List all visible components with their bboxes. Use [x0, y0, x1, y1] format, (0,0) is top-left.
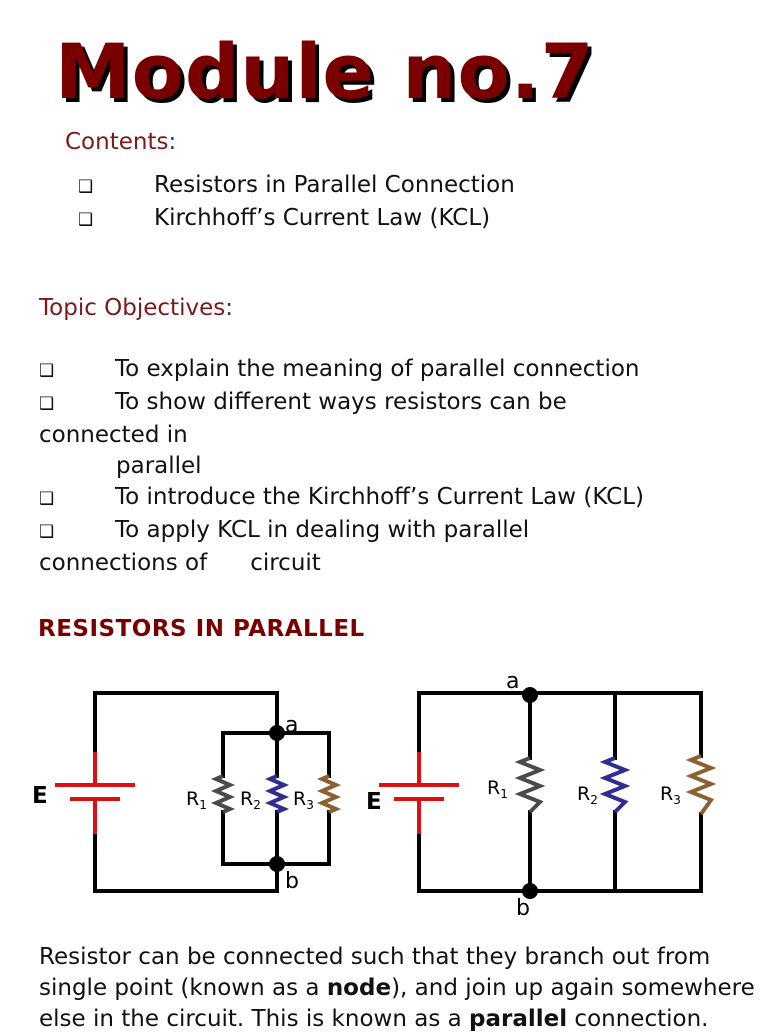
left-node-b-dot [269, 856, 285, 872]
paragraph-line: Resistor can be connected such that they… [39, 944, 711, 970]
list-item: ❑ Kirchhoff’s Current Law (KCL) [78, 203, 515, 236]
left-node-b-label: b [285, 869, 299, 894]
right-node-b-label: b [516, 896, 530, 921]
contents-label-colon: : [168, 129, 177, 155]
left-r3-label: R3 [293, 788, 314, 812]
right-node-a-dot [522, 687, 538, 703]
right-circuit [417, 691, 703, 893]
objective-continuation-text: circuit [250, 550, 321, 576]
body-paragraph: Resistor can be connected such that they… [39, 942, 768, 1035]
right-r3-resistor-icon [685, 754, 717, 816]
objective-text: To introduce the Kirchhoff’s Current Law… [115, 484, 644, 510]
left-r2-label: R2 [240, 788, 261, 812]
r2-subscript: 2 [253, 798, 261, 812]
objective-text: To show different ways resistors can be [115, 389, 567, 415]
objectives-list: ❑ To explain the meaning of parallel conn… [39, 354, 768, 579]
r3-subscript: 3 [306, 798, 314, 812]
left-source-label: E [32, 783, 48, 809]
checkbox-bullet-icon: ❑ [78, 210, 94, 230]
paragraph-line: single point (known as a node), and join… [39, 973, 768, 1004]
contents-list: ❑ Resistors in Parallel Connection ❑ Kirch… [78, 170, 515, 236]
checkbox-bullet-icon: ❑ [39, 522, 55, 542]
paragraph-text: single point (known as a [39, 975, 327, 1001]
parallel-circuit-diagrams: a b E R1 R2 R3 a b E R1 R2 R3 [32, 669, 717, 921]
r3-subscript: 3 [673, 793, 681, 807]
right-r2-label: R2 [577, 783, 598, 807]
left-node-a-label: a [285, 713, 298, 738]
paragraph-text: connection. [567, 1006, 709, 1032]
checkbox-bullet-icon: ❑ [39, 489, 55, 509]
right-r1-label: R1 [487, 777, 508, 801]
left-node-a-dot [269, 725, 285, 741]
r2-subscript: 2 [590, 793, 598, 807]
r1-letter: R [487, 777, 500, 799]
checkbox-bullet-icon: ❑ [39, 361, 55, 381]
objective-continuation-text: connections of [39, 550, 208, 576]
contents-label-text: Contents [65, 129, 169, 155]
paragraph-text: else in the circuit. This is known as a [39, 1006, 470, 1032]
objective-text: To explain the meaning of parallel conne… [115, 356, 640, 382]
left-wire-outer [93, 691, 279, 754]
objective-continuation: parallel [116, 453, 202, 479]
r1-letter: R [186, 788, 199, 810]
page-title: Module no.7 [55, 27, 595, 116]
objective-text: To apply KCL in dealing with parallel [115, 517, 530, 543]
right-wire-top [417, 691, 703, 758]
left-battery [55, 752, 135, 834]
r1-subscript: 1 [500, 787, 508, 801]
objective-item: ❑ To introduce the Kirchhoff’s Current La… [39, 482, 768, 515]
right-battery [379, 752, 459, 834]
objective-item: ❑ To show different ways resistors can be [39, 387, 768, 420]
right-r1-resistor-icon [514, 756, 546, 814]
r2-letter: R [577, 783, 590, 805]
list-item-text: Kirchhoff’s Current Law (KCL) [154, 205, 491, 231]
left-r1-resistor-icon [210, 774, 236, 814]
contents-label: Contents: [65, 128, 176, 156]
right-node-b-dot [522, 883, 538, 899]
r3-letter: R [660, 783, 673, 805]
parallel-term: parallel [469, 1006, 568, 1032]
left-r1-label: R1 [186, 788, 207, 812]
objective-continuation: connected in [39, 422, 188, 448]
left-r3-resistor-icon [316, 774, 342, 814]
right-source-label: E [366, 789, 382, 815]
right-r2-resistor-icon [599, 756, 631, 814]
objectives-label: Topic Objectives: [39, 294, 233, 322]
list-item: ❑ Resistors in Parallel Connection [78, 170, 515, 203]
r2-letter: R [240, 788, 253, 810]
r1-subscript: 1 [199, 798, 207, 812]
paragraph-line: else in the circuit. This is known as a … [39, 1004, 768, 1035]
objective-continuation: connections of circuit [39, 548, 768, 579]
section-heading: RESISTORS IN PARALLEL [38, 616, 365, 642]
objective-item: ❑ To apply KCL in dealing with parallel [39, 515, 768, 548]
r3-letter: R [293, 788, 306, 810]
objectives-label-text: Topic Objectives [39, 295, 226, 321]
left-wire-outer-bottom [93, 832, 279, 893]
checkbox-bullet-icon: ❑ [78, 177, 94, 197]
right-wire-bottom [417, 812, 703, 893]
checkbox-bullet-icon: ❑ [39, 394, 55, 414]
left-circuit [93, 691, 331, 893]
list-item-text: Resistors in Parallel Connection [154, 172, 515, 198]
left-r2-resistor-icon [264, 774, 290, 814]
objectives-label-colon: : [225, 295, 233, 321]
node-term: node [326, 975, 392, 1001]
right-r3-label: R3 [660, 783, 681, 807]
objective-item: ❑ To explain the meaning of parallel conn… [39, 354, 768, 387]
right-node-a-label: a [506, 669, 519, 694]
paragraph-text: ), and join up again somewhere [391, 975, 755, 1001]
